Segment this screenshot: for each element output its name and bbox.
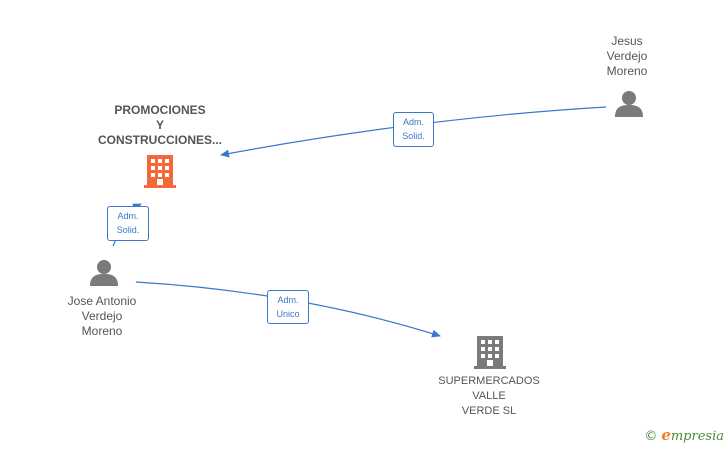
- edge-label-jose-role-supermercados[interactable]: Adm. Unico: [267, 290, 309, 324]
- person-name-line: Jesus: [611, 34, 643, 48]
- company-name-supermercados[interactable]: SUPERMERCADOS VALLE VERDE SL: [428, 374, 550, 419]
- company-name-line: Y: [155, 118, 164, 132]
- brand-name: mpresia: [670, 429, 724, 444]
- role-line: Unico: [276, 309, 300, 319]
- brand-initial: e: [661, 426, 671, 444]
- role-line: Adm.: [117, 211, 139, 221]
- person-name-line: Moreno: [606, 64, 648, 78]
- person-name-jose[interactable]: Jose Antonio Verdejo Moreno: [54, 294, 150, 339]
- building-icon[interactable]: [144, 155, 176, 188]
- role-line: Adm.: [402, 117, 424, 127]
- company-name-line: VALLE: [472, 390, 506, 402]
- person-icon[interactable]: [615, 91, 643, 117]
- brand-footer: ©empresia: [644, 426, 724, 444]
- company-name-line: CONSTRUCCIONES...: [97, 133, 222, 147]
- company-name-line: PROMOCIONES: [114, 103, 206, 117]
- person-name-jesus[interactable]: Jesus Verdejo Moreno: [591, 34, 663, 79]
- person-name-line: Verdejo: [81, 309, 123, 323]
- company-name-line: VERDE SL: [461, 405, 517, 417]
- building-icon[interactable]: [474, 336, 506, 369]
- person-icon[interactable]: [90, 260, 118, 286]
- copyright-icon: ©: [644, 429, 658, 444]
- company-name-line: SUPERMERCADOS: [438, 375, 540, 387]
- role-line: Solid.: [402, 131, 425, 141]
- role-line: Adm.: [277, 295, 299, 305]
- person-name-line: Moreno: [81, 324, 123, 338]
- role-line: Solid.: [116, 225, 140, 235]
- person-name-line: Jose Antonio: [67, 294, 137, 308]
- edge-label-jesus-role[interactable]: Adm. Solid.: [393, 112, 434, 147]
- person-name-line: Verdejo: [606, 49, 648, 63]
- edge-label-jose-role-promociones[interactable]: Adm. Solid.: [107, 206, 149, 241]
- company-name-promociones[interactable]: PROMOCIONES Y CONSTRUCCIONES...: [80, 103, 240, 148]
